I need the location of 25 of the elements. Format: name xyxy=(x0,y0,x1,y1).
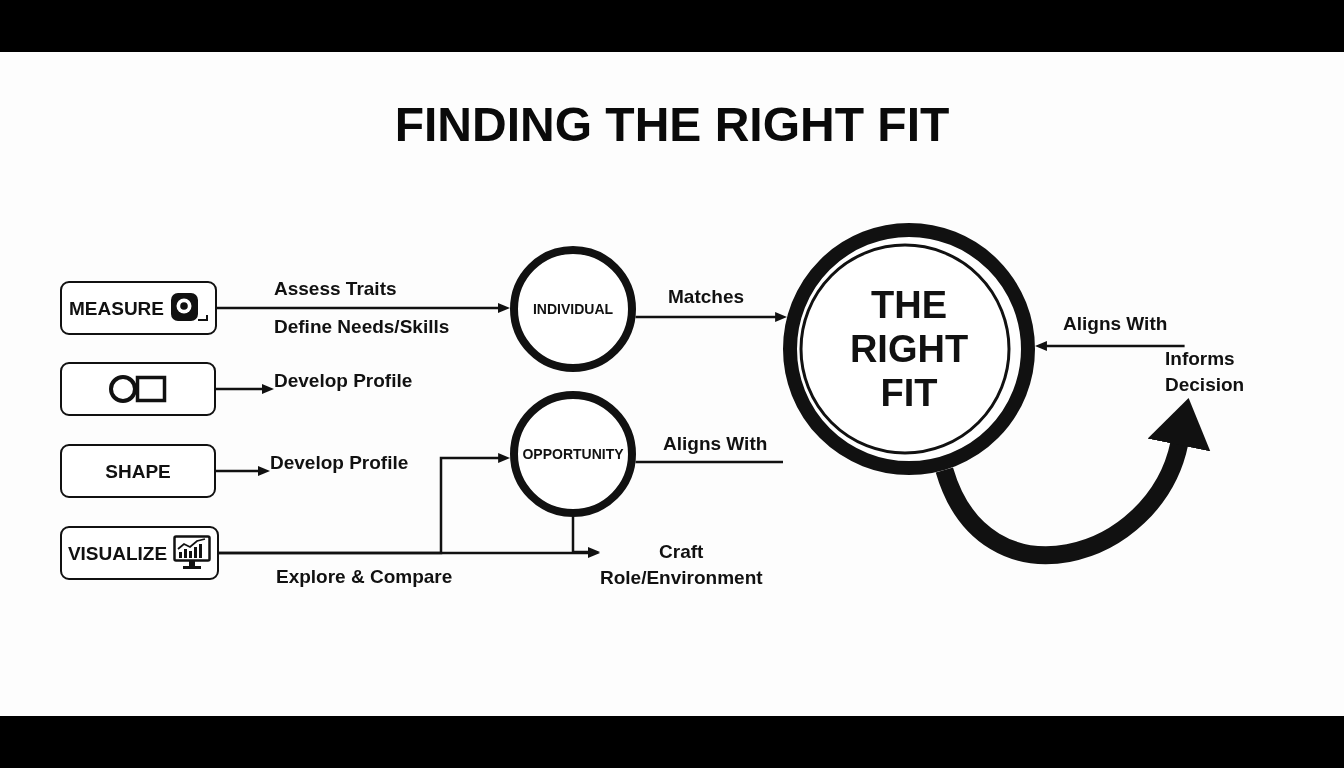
step-text: Craft Role/Environment xyxy=(600,539,763,591)
circle-node xyxy=(510,391,636,517)
connector-line xyxy=(635,460,783,464)
step-label: SHAPE xyxy=(105,461,171,481)
step-text: Develop Profile xyxy=(274,370,413,392)
diagram-title: FINDING THE RIGHT FIT xyxy=(393,97,951,153)
step-box xyxy=(60,444,216,498)
arrow xyxy=(216,466,270,476)
arrow xyxy=(1034,341,1185,351)
double-ring-circle xyxy=(783,223,1035,475)
step-box xyxy=(60,281,217,335)
circle-node xyxy=(510,246,636,372)
step-text: Develop Profile xyxy=(270,452,409,474)
step-label: VISUALIZE xyxy=(67,543,168,563)
node-title: OPPORTUNITY xyxy=(522,445,624,463)
node-title: THE RIGHT FIT xyxy=(848,283,970,415)
step-text: Informs Decision xyxy=(1165,346,1245,398)
node-title: INDIVIDUAL xyxy=(532,300,614,318)
step-box xyxy=(60,362,216,416)
curved-arrow xyxy=(936,399,1210,565)
step-box xyxy=(60,526,219,580)
arrow xyxy=(216,384,274,394)
arrow xyxy=(217,303,510,313)
step-label: MEASURE xyxy=(69,298,164,318)
arrow xyxy=(635,312,788,322)
